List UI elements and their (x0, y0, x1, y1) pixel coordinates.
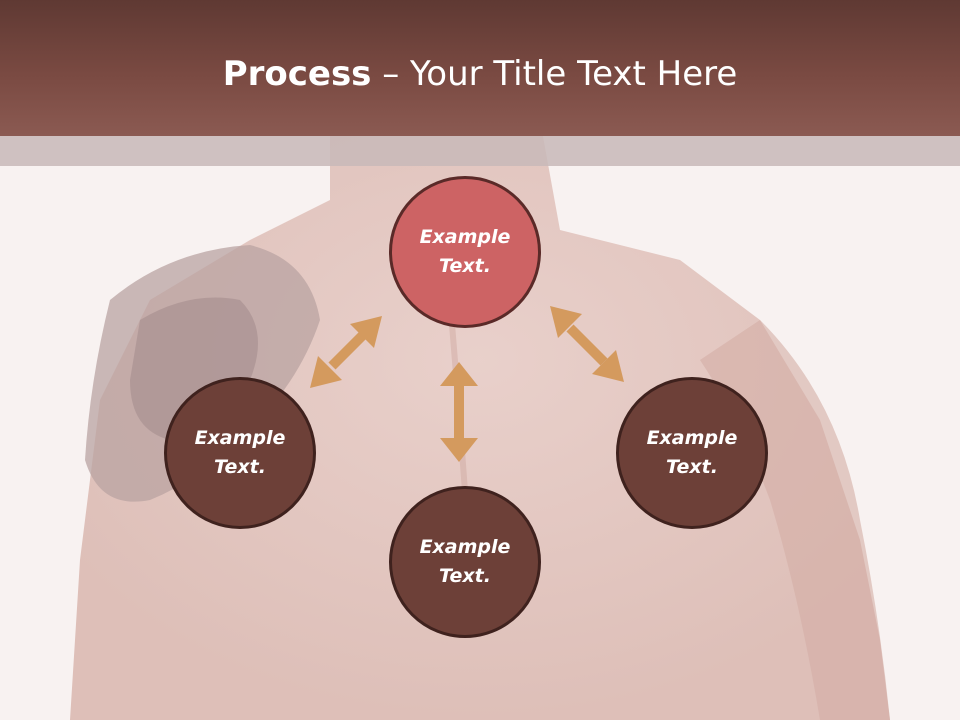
node-bottom-line1: Example (419, 536, 511, 558)
node-right[interactable]: Example Text. (616, 377, 768, 529)
node-top-line2: Text. (439, 255, 491, 277)
node-top[interactable]: Example Text. (389, 176, 541, 328)
node-top-line1: Example (419, 226, 511, 248)
node-left-line1: Example (194, 427, 286, 449)
header-accent-band (0, 136, 960, 166)
node-right-line2: Text. (666, 456, 718, 478)
title-header-bar (0, 0, 960, 136)
node-bottom[interactable]: Example Text. (389, 486, 541, 638)
title-bold-part: Process (222, 54, 372, 94)
node-left-line2: Text. (214, 456, 266, 478)
node-right-line1: Example (646, 427, 738, 449)
title-rest-part: – Your Title Text Here (371, 54, 738, 94)
node-bottom-line2: Text. (439, 565, 491, 587)
slide-title[interactable]: Process – Your Title Text Here (0, 52, 960, 96)
node-left[interactable]: Example Text. (164, 377, 316, 529)
